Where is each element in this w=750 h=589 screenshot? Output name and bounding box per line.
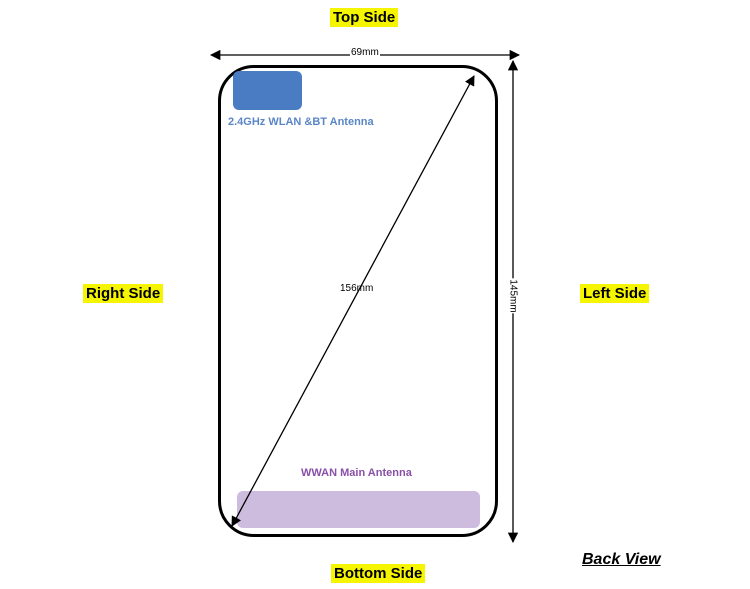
diagonal-dimension-line	[231, 75, 475, 527]
back-view-label: Back View	[582, 551, 661, 568]
width-dimension-label: 69mm	[350, 47, 380, 59]
bottom-side-label: Bottom Side	[331, 564, 426, 583]
diagonal-dimension-label: 156mm	[340, 283, 374, 294]
height-dimension-label: 145mm	[506, 278, 519, 314]
right-side-label: Right Side	[83, 284, 164, 303]
left-side-label: Left Side	[580, 284, 650, 303]
device-outline	[218, 65, 498, 537]
top-side-label: Top Side	[330, 8, 399, 27]
